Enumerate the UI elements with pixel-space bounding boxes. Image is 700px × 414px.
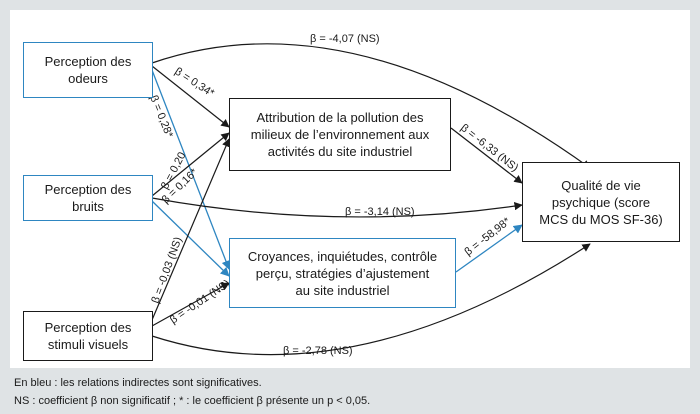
label-visuels-qualite: β = -2,78 (NS) [283,345,353,357]
caption-significance-note: En bleu : les relations indirectes sont … [14,377,262,389]
node-attribution-pollution: Attribution de la pollution des milieux … [229,98,451,171]
caption-legend-note: NS : coefficient β non significatif ; * … [14,395,371,407]
arrow-odeurs-qualite [151,43,591,169]
label-odeurs-qualite: β = -4,07 (NS) [310,33,380,45]
arrow-bruits-attribution [151,132,230,197]
label-bruits-qualite: β = -3,14 (NS) [345,206,415,218]
arrow-bruits-croyances [151,200,230,277]
arrow-visuels-qualite [151,243,591,356]
node-perception-bruits: Perception des bruits [23,175,153,221]
label-odeurs-croyances: β = 0,28* [147,94,175,140]
arrow-visuels-croyances [151,282,230,327]
arrow-attribution-qualite [450,127,523,184]
label-attribution-qualite: β = -6,33 (NS) [458,122,520,174]
arrow-croyances-qualite [455,224,523,273]
label-visuels-attribution: β = -0,03 (NS) [150,236,185,306]
arrow-odeurs-attribution [151,65,230,128]
arrow-bruits-qualite [151,197,523,218]
node-qualite-vie: Qualité de vie psychique (score MCS du M… [522,162,680,242]
label-visuels-croyances: β = -0,01 (NS) [168,278,232,327]
node-croyances-strategies: Croyances, inquiétudes, contrôle perçu, … [229,238,456,308]
arrow-visuels-attribution [151,138,230,321]
node-perception-odeurs: Perception des odeurs [23,42,153,98]
arrow-odeurs-croyances [151,69,231,270]
node-perception-visuels: Perception des stimuli visuels [23,311,153,361]
label-odeurs-attribution: β = 0,34* [172,65,217,100]
